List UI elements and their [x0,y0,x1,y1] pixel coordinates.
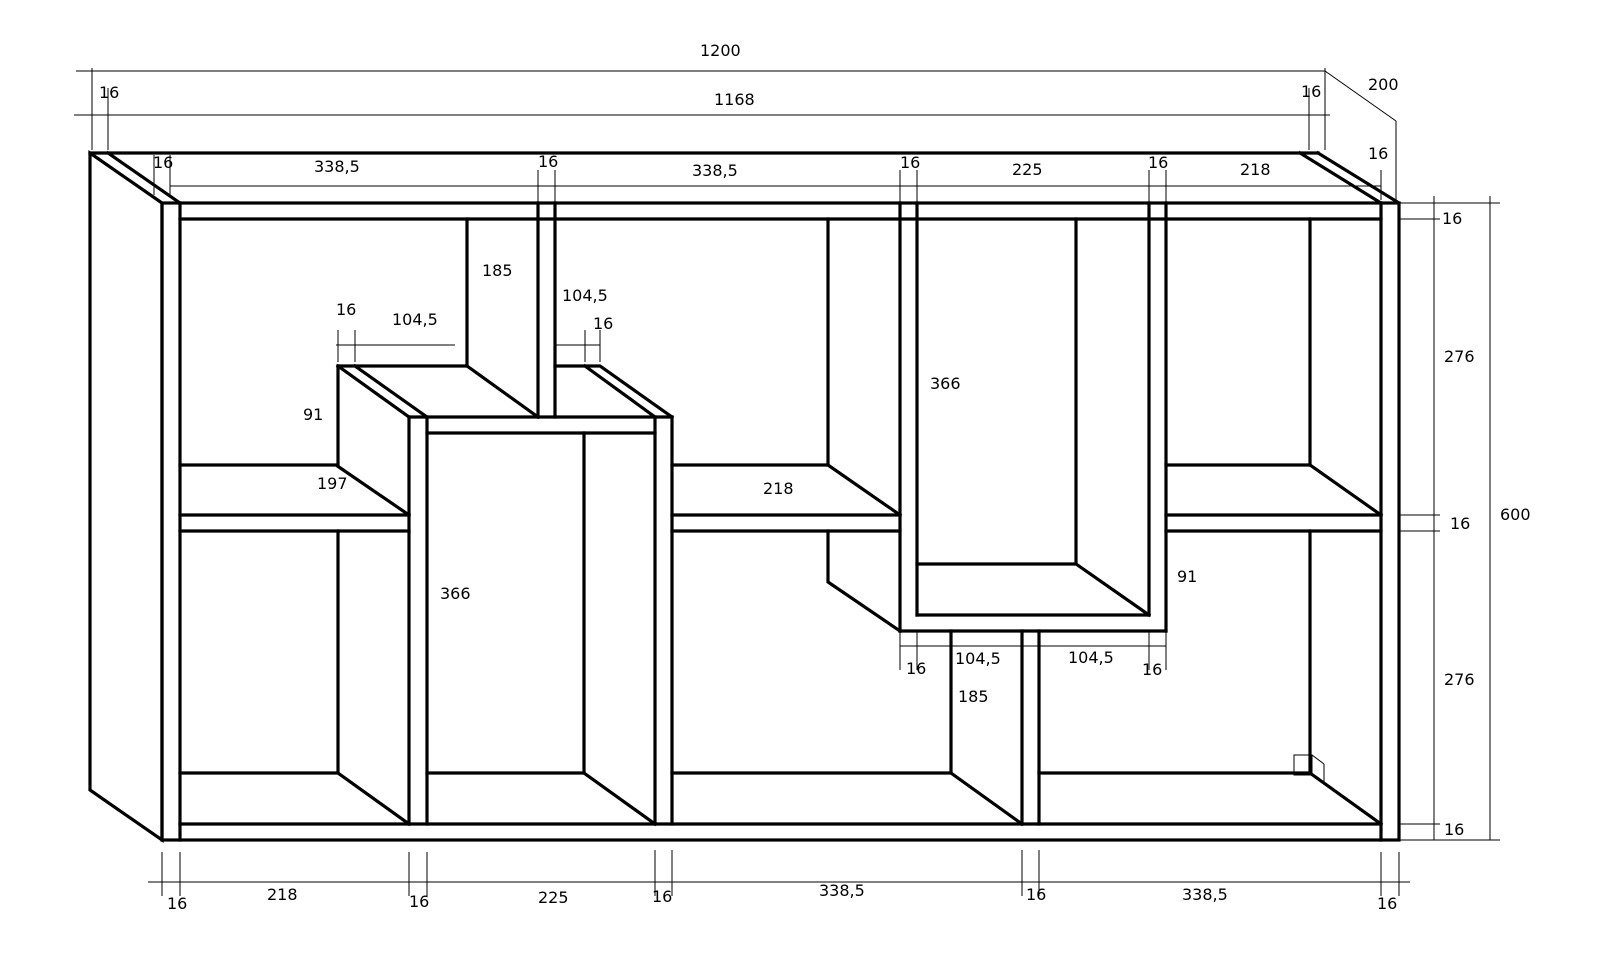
right-hanging-box [826,201,1312,634]
label-top-seg-1: 338,5 [314,157,360,176]
left-box-side-edge [335,363,412,420]
label-left-column-height: 366 [440,584,471,603]
label-right-lower-section: 276 [1444,670,1475,689]
label-middle-shelf-depth: 218 [763,479,794,498]
label-right-bottom-panel: 16 [1444,820,1464,839]
right-shelf-back [1164,463,1384,518]
label-bottom-gap-3: 16 [1026,885,1046,904]
top-left-depth-edge [105,150,183,206]
label-lower-right-panel: 16 [1142,660,1162,679]
label-right-top-panel: 16 [1442,209,1462,228]
label-inner-width: 1168 [714,90,755,109]
hinge-detail [1293,754,1313,776]
label-upper-divider-height: 185 [482,261,513,280]
left-box-top-plate [336,364,541,420]
center-box-underside [826,529,903,634]
label-bottom-gap-1: 16 [409,892,429,911]
dim-depth [1324,70,1397,122]
label-top-left-panel: 16 [153,153,173,172]
lower-right-back [1308,529,1384,827]
right-box-top-plate [553,364,675,420]
outer-carcass [88,149,1402,844]
top-right-inner-depth-edge [1297,150,1384,206]
top-right-depth-edge [1315,150,1402,206]
label-lower-divider-height: 185 [958,687,989,706]
label-total-width: 1200 [700,41,741,60]
left-box-top-depth [352,363,430,420]
label-top-gap-2: 16 [900,153,920,172]
left-shelf-back [178,463,412,518]
label-bottom-left-panel: 16 [167,894,187,913]
label-depth-panel: 16 [1368,144,1388,163]
dimension-labels: 1200 1168 200 16 16 16 16 338,5 16 338,5… [99,41,1531,913]
right-box-top-depth [582,363,658,420]
label-bottom-gap-2: 16 [652,887,672,906]
label-total-height: 600 [1500,505,1531,524]
label-top-seg-3: 225 [1012,160,1043,179]
label-bottom-seg-2: 225 [538,888,569,907]
left-stepped-box [178,201,675,827]
label-left-box-height: 91 [303,405,323,424]
label-depth: 200 [1368,75,1399,94]
left-side-panel [88,149,164,844]
label-lower-left-half: 104,5 [955,649,1001,668]
box-interior-floor [915,562,1152,618]
label-top-seg-4: 218 [1240,160,1271,179]
label-right-upper-section: 276 [1444,347,1475,366]
label-right-box-depth: 91 [1177,567,1197,586]
label-upper-left-panel: 16 [336,300,356,319]
label-bottom-seg-1: 218 [267,885,298,904]
label-left-shelf-depth: 197 [317,474,348,493]
label-bottom-seg-4: 338,5 [1182,885,1228,904]
label-right-outer-panel: 16 [1301,82,1321,101]
label-left-outer-panel: 16 [99,83,119,102]
label-right-box-height: 366 [930,374,961,393]
hinge-detail-edge [1311,754,1325,765]
lower-left-back [336,529,412,827]
label-right-middle-shelf: 16 [1450,514,1470,533]
dimension-lines [74,68,1500,896]
label-top-gap-1: 16 [538,152,558,171]
label-top-gap-3: 16 [1148,153,1168,172]
label-upper-right-half: 104,5 [562,286,608,305]
lower-right-section [670,529,1384,827]
label-upper-right-panel: 16 [593,314,613,333]
label-lower-right-half: 104,5 [1068,648,1114,667]
label-top-seg-2: 338,5 [692,161,738,180]
shelves [178,463,1384,533]
label-lower-left-panel: 16 [906,659,926,678]
carcass-outer-frame [160,201,1401,842]
label-bottom-seg-3: 338,5 [819,881,865,900]
column-interior-back [582,431,658,827]
label-upper-left-half: 104,5 [392,310,438,329]
label-bottom-right-panel: 16 [1377,894,1397,913]
